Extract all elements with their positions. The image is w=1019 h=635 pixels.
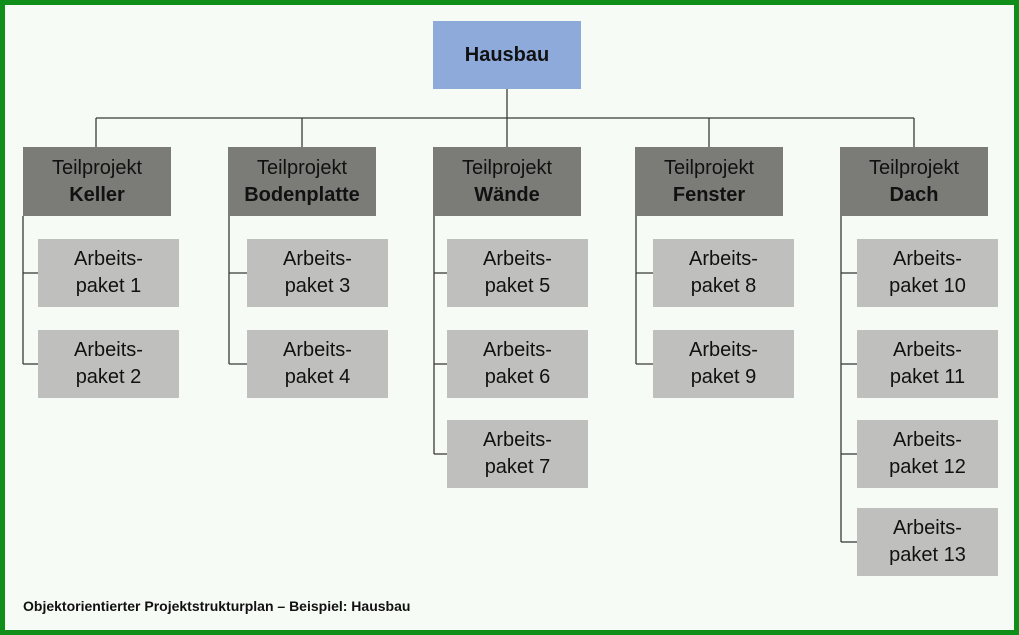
work-package-12: Arbeits- paket 12 [857, 420, 998, 488]
package-line2: paket 9 [690, 366, 757, 388]
package-line2: paket 11 [889, 366, 966, 388]
subproject-name: Keller [69, 183, 125, 206]
package-line1: Arbeits- [483, 339, 552, 361]
package-line2: paket 3 [284, 275, 351, 297]
work-package-6: Arbeits- paket 6 [447, 330, 588, 398]
root-label: Hausbau [464, 43, 550, 66]
diagram-caption: Objektorientierter Projektstrukturplan –… [23, 598, 411, 614]
package-line2: paket 7 [484, 456, 551, 478]
subproject-prefix: Teilprojekt [663, 156, 755, 179]
package-line1: Arbeits- [893, 248, 962, 270]
package-line1: Arbeits- [483, 248, 552, 270]
work-package-3: Arbeits- paket 3 [247, 239, 388, 307]
package-line2: paket 4 [284, 366, 351, 388]
package-line1: Arbeits- [74, 339, 143, 361]
package-line1: Arbeits- [483, 429, 552, 451]
subproject-prefix: Teilprojekt [51, 156, 143, 179]
subproject-waende: Teilprojekt Wände [433, 147, 581, 216]
work-package-13: Arbeits- paket 13 [857, 508, 998, 576]
package-line1: Arbeits- [74, 248, 143, 270]
subproject-bodenplatte: Teilprojekt Bodenplatte [228, 147, 376, 216]
package-line1: Arbeits- [893, 517, 962, 539]
work-package-4: Arbeits- paket 4 [247, 330, 388, 398]
subproject-name: Bodenplatte [244, 183, 360, 206]
work-package-5: Arbeits- paket 5 [447, 239, 588, 307]
subproject-name: Dach [889, 183, 939, 206]
work-package-8: Arbeits- paket 8 [653, 239, 794, 307]
subproject-prefix: Teilprojekt [256, 156, 348, 179]
subproject-dach: Teilprojekt Dach [840, 147, 988, 216]
work-package-1: Arbeits- paket 1 [38, 239, 179, 307]
work-package-10: Arbeits- paket 10 [857, 239, 998, 307]
subproject-name: Wände [474, 183, 540, 206]
package-line1: Arbeits- [893, 429, 962, 451]
package-line1: Arbeits- [893, 339, 962, 361]
subproject-keller: Teilprojekt Keller [23, 147, 171, 216]
work-package-11: Arbeits- paket 11 [857, 330, 998, 398]
subproject-fenster: Teilprojekt Fenster [635, 147, 783, 216]
package-line2: paket 2 [75, 366, 142, 388]
package-line2: paket 6 [484, 366, 551, 388]
package-line2: paket 5 [484, 275, 551, 297]
subproject-name: Fenster [672, 183, 746, 206]
work-package-9: Arbeits- paket 9 [653, 330, 794, 398]
package-line1: Arbeits- [689, 248, 758, 270]
subproject-prefix: Teilprojekt [461, 156, 553, 179]
work-package-2: Arbeits- paket 2 [38, 330, 179, 398]
package-line2: paket 12 [889, 456, 966, 478]
package-line1: Arbeits- [283, 248, 352, 270]
work-package-7: Arbeits- paket 7 [447, 420, 588, 488]
package-line1: Arbeits- [689, 339, 758, 361]
root-node: Hausbau [433, 21, 581, 89]
package-line1: Arbeits- [283, 339, 352, 361]
package-line2: paket 8 [690, 275, 757, 297]
package-line2: paket 13 [889, 544, 966, 566]
package-line2: paket 10 [889, 275, 966, 297]
subproject-prefix: Teilprojekt [868, 156, 960, 179]
package-line2: paket 1 [75, 275, 142, 297]
